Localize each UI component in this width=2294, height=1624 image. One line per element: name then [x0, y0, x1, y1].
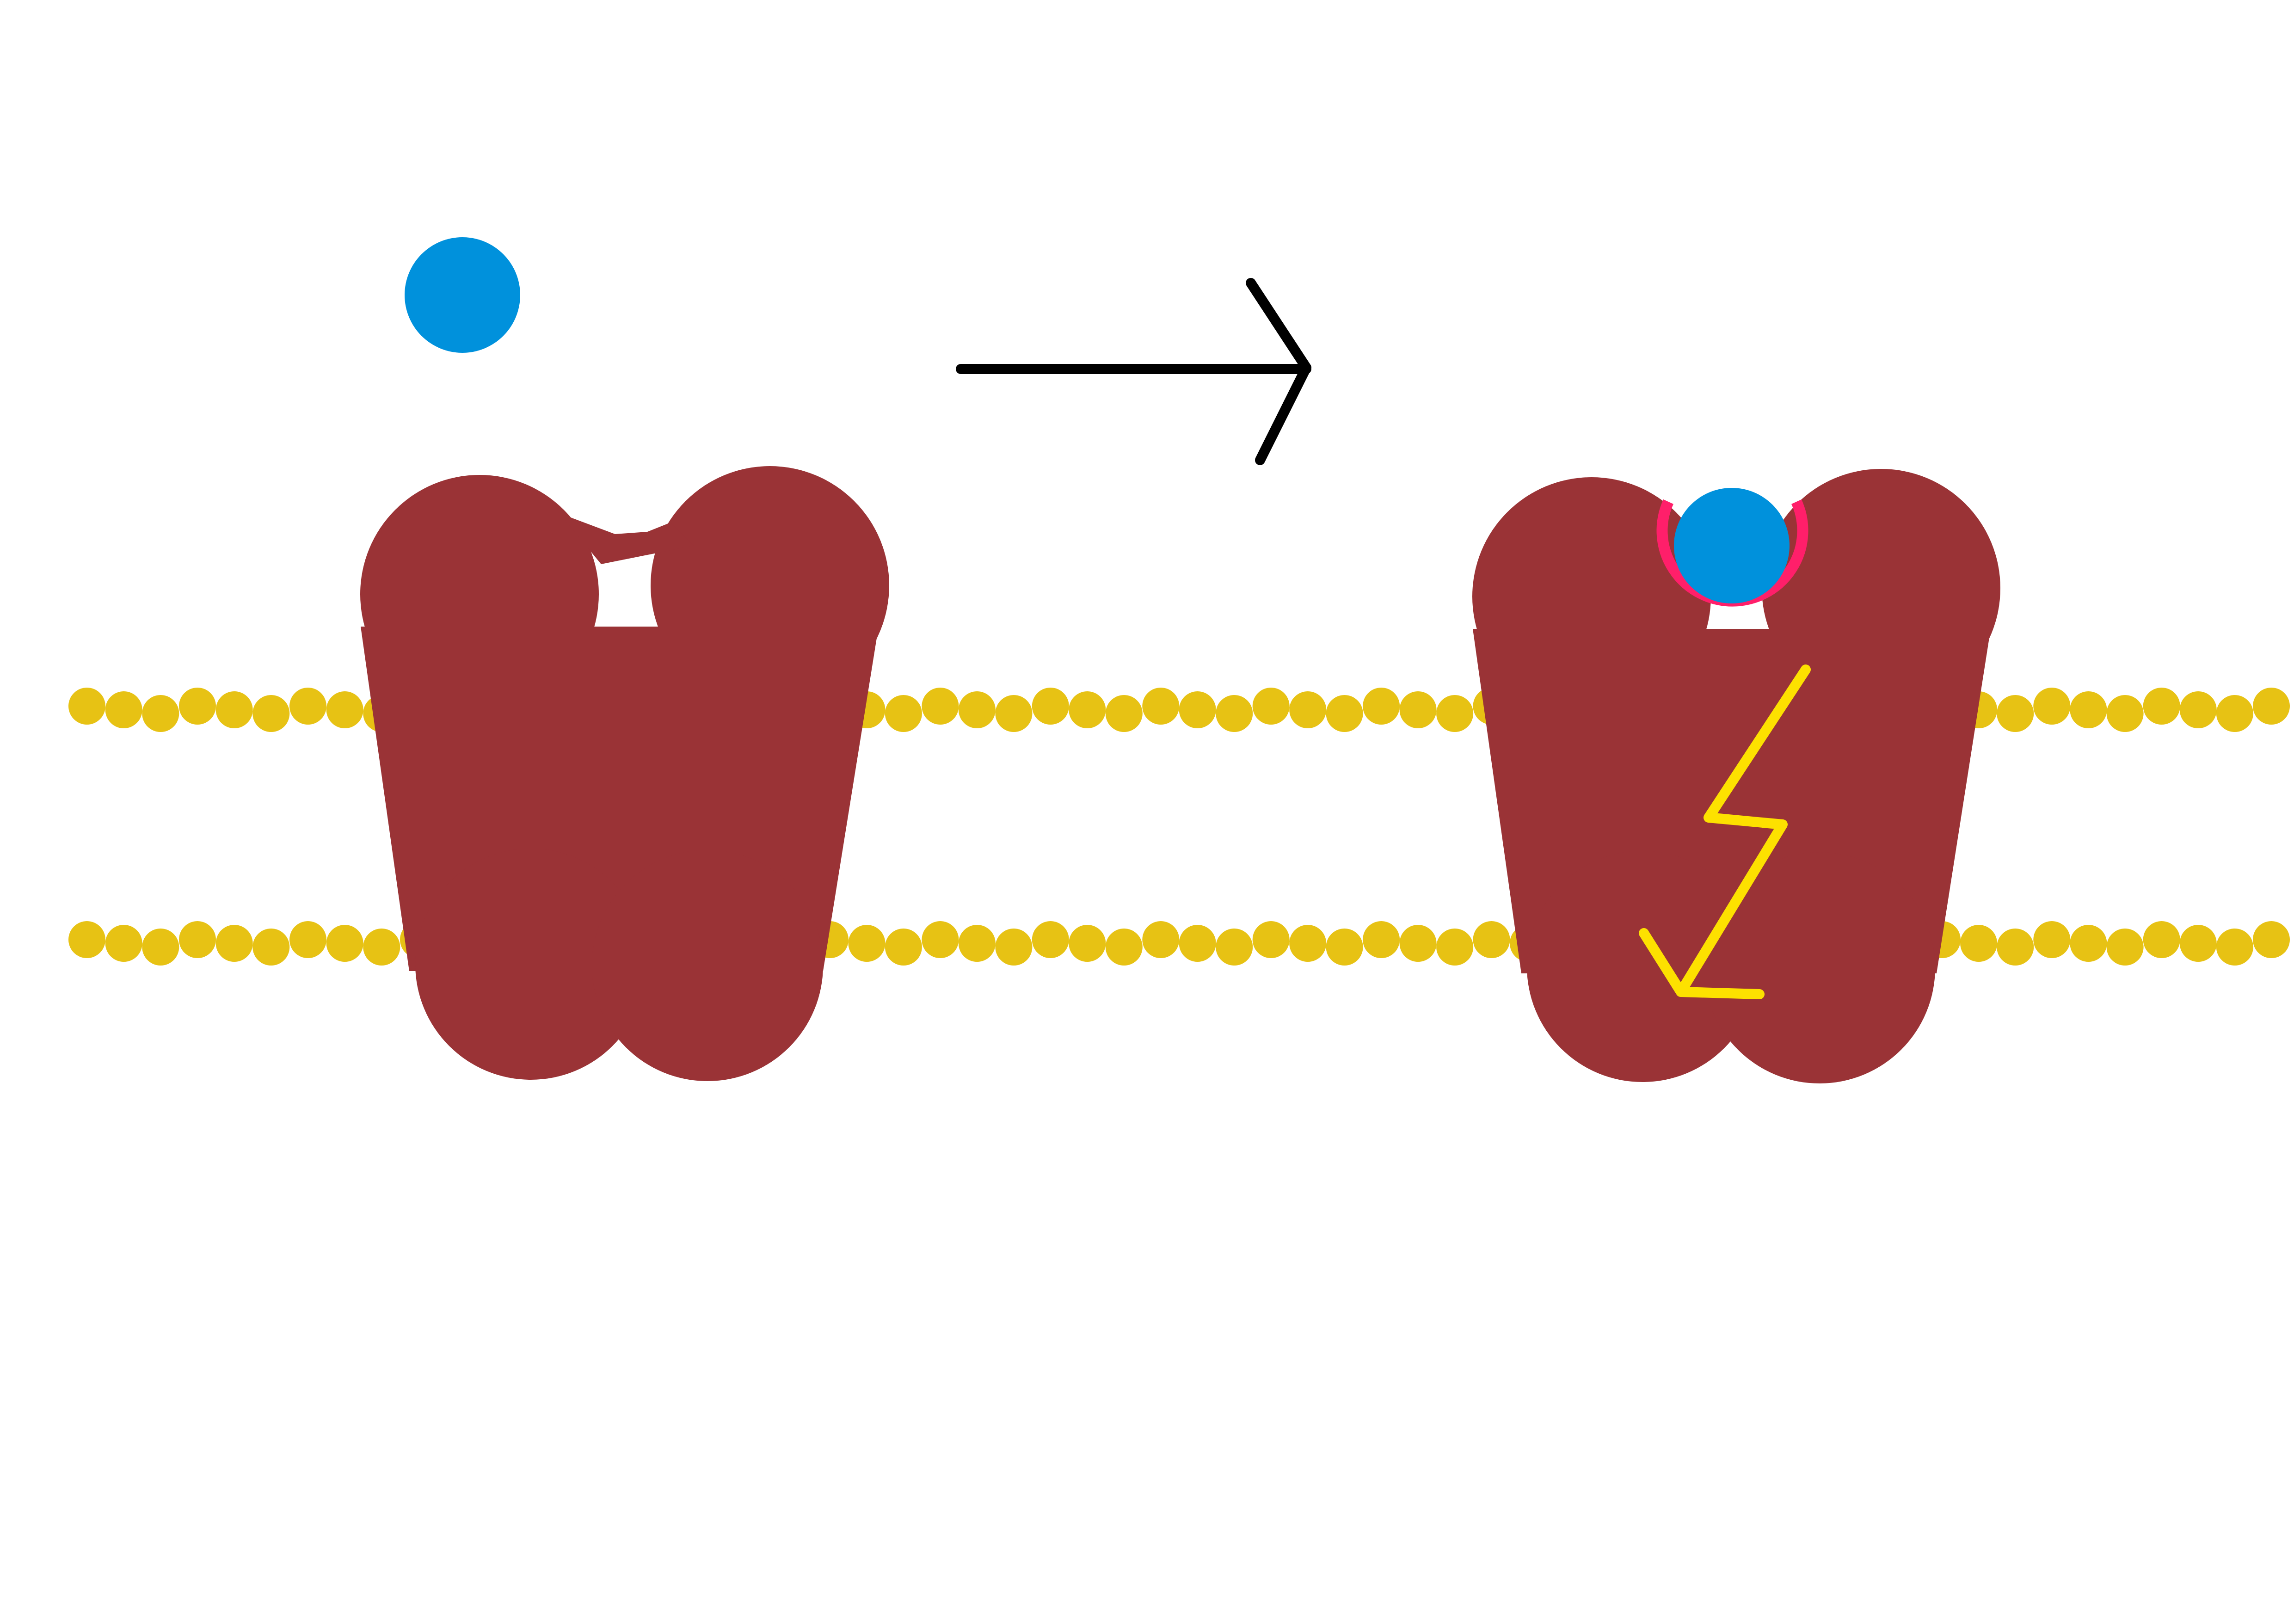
receptor-right-foot: [592, 850, 823, 1081]
lightning-bolt-icon: [1639, 664, 1811, 999]
lipid-head-icon: [105, 925, 142, 962]
lipid-head-icon: [2106, 929, 2144, 966]
lipid-head-icon: [2179, 691, 2217, 728]
lipid-head-icon: [1142, 688, 1180, 725]
lipid-head-icon: [995, 929, 1033, 966]
lipid-head-icon: [2253, 688, 2290, 725]
lipid-head-icon: [2070, 691, 2107, 728]
lipid-head-icon: [252, 929, 290, 966]
lipid-head-icon: [1105, 929, 1143, 966]
lipid-head-icon: [1289, 691, 1327, 728]
receptor-left-foot: [1527, 851, 1758, 1082]
lipid-head-icon: [1960, 925, 1998, 962]
lipid-head-icon: [1216, 695, 1253, 732]
lipid-head-icon: [1252, 688, 1290, 725]
lipid-head-icon: [885, 695, 922, 732]
lipid-head-icon: [363, 929, 400, 966]
lipid-head-icon: [1326, 695, 1363, 732]
lipid-head-icon: [1069, 691, 1106, 728]
lipid-head-icon: [1436, 929, 1474, 966]
lipid-bilayer-icon: [68, 688, 2290, 966]
lipid-head-icon: [179, 921, 216, 958]
lipid-head-icon: [2143, 921, 2180, 958]
receptor-bridge: [560, 513, 694, 564]
lipid-head-icon: [326, 691, 363, 728]
lipid-head-icon: [1252, 921, 1290, 958]
lipid-head-icon: [2033, 688, 2071, 725]
lipid-head-icon: [2070, 925, 2107, 962]
lipid-head-icon: [922, 688, 959, 725]
lipid-head-icon: [1363, 921, 1400, 958]
lipid-head-icon: [215, 925, 253, 962]
lipid-head-icon: [142, 695, 179, 732]
lipid-head-icon: [2106, 695, 2144, 732]
lipid-head-icon: [68, 688, 105, 725]
lipid-head-icon: [1069, 925, 1106, 962]
lipid-head-icon: [179, 688, 216, 725]
lipid-head-icon: [1142, 921, 1180, 958]
lipid-head-icon: [142, 929, 179, 966]
lipid-head-icon: [68, 921, 105, 958]
lipid-head-icon: [995, 695, 1033, 732]
lipid-head-icon: [2179, 925, 2217, 962]
lipid-head-icon: [1997, 929, 2034, 966]
lipid-head-icon: [1032, 688, 1069, 725]
receptor-protein-unbound: [360, 466, 889, 1081]
lipid-head-icon: [252, 695, 290, 732]
lipid-head-icon: [289, 688, 326, 725]
ligand-circle-icon: [405, 237, 520, 353]
lipid-head-icon: [2143, 688, 2180, 725]
lipid-head-icon: [1179, 691, 1216, 728]
arrow-head: [1246, 278, 1311, 465]
lipid-head-icon: [848, 925, 886, 962]
lipid-head-icon: [1216, 929, 1253, 966]
receptor-right-foot: [1704, 852, 1935, 1083]
bound-ligand-circle-icon: [1674, 488, 1790, 603]
receptor-protein-bound: [1472, 469, 2000, 1083]
lipid-head-icon: [289, 921, 326, 958]
lipid-head-icon: [922, 921, 959, 958]
lipid-head-icon: [958, 691, 996, 728]
lipid-head-icon: [1436, 695, 1474, 732]
receptor-left-foot: [415, 849, 646, 1080]
lipid-head-icon: [1399, 691, 1437, 728]
lipid-head-icon: [1179, 925, 1216, 962]
lipid-head-icon: [2033, 921, 2071, 958]
lipid-head-icon: [1473, 921, 1510, 958]
lipid-head-icon: [1105, 695, 1143, 732]
lipid-head-icon: [1289, 925, 1327, 962]
lipid-head-icon: [1399, 925, 1437, 962]
right-arrow-icon: [956, 278, 1311, 465]
lipid-head-icon: [1363, 688, 1400, 725]
lipid-head-icon: [2216, 695, 2253, 732]
lipid-head-icon: [1032, 921, 1069, 958]
lipid-head-icon: [215, 691, 253, 728]
lipid-head-icon: [1326, 929, 1363, 966]
lipid-head-icon: [105, 691, 142, 728]
lipid-head-icon: [1997, 695, 2034, 732]
lipid-head-icon: [326, 925, 363, 962]
lipid-head-icon: [885, 929, 922, 966]
lipid-head-icon: [958, 925, 996, 962]
lipid-head-icon: [2216, 929, 2253, 966]
lipid-head-icon: [2253, 921, 2290, 958]
